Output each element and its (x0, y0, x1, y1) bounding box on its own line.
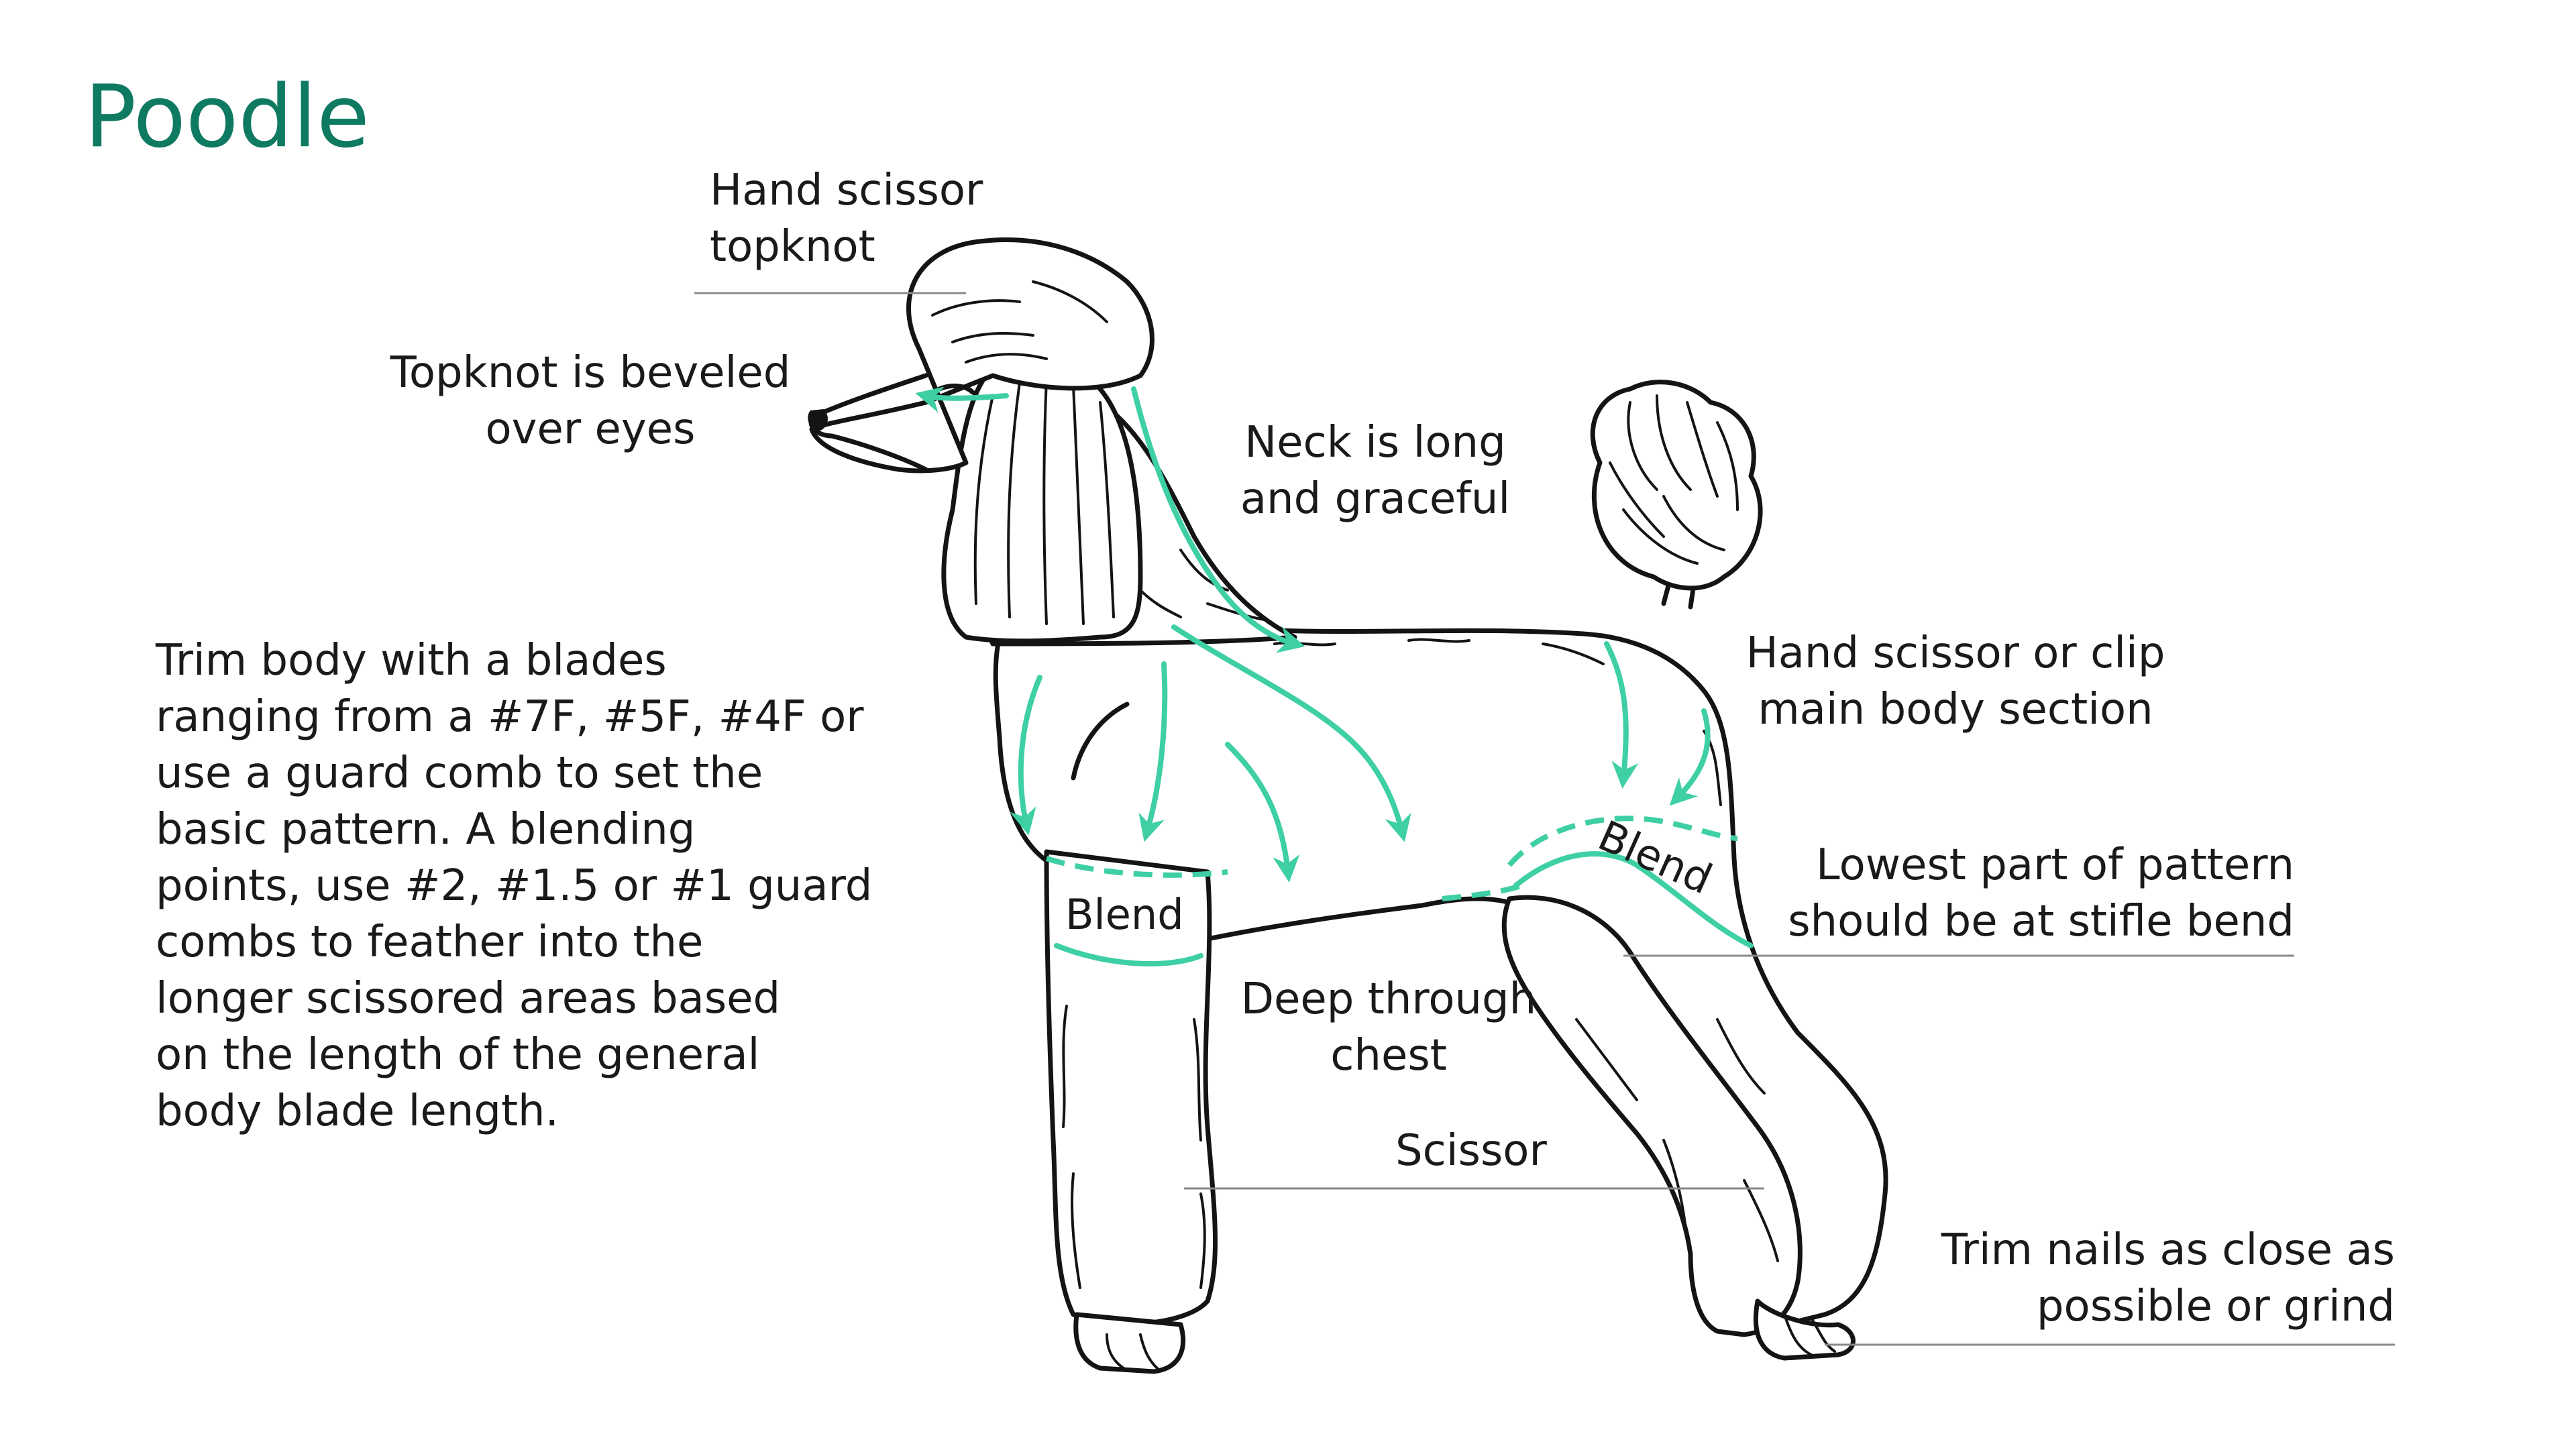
topknot-bevel-arrow (915, 386, 1009, 413)
hip-arrow-2 (1669, 708, 1711, 806)
front-paw (1073, 1312, 1186, 1374)
annotation-body-trim: Trim body with a blades ranging from a #… (156, 636, 873, 1136)
chest-arrow-2 (1010, 675, 1042, 836)
neck-arrow (1131, 386, 1305, 653)
annotation-lowest-part: Lowest part of pattern should be at stif… (1788, 840, 2294, 946)
rear-blend-dashed (1507, 816, 1738, 867)
chest-arrow-1 (1138, 661, 1168, 842)
hip-arrow-1 (1604, 641, 1639, 789)
dog-head (809, 237, 1155, 473)
annotation-neck: Neck is long and graceful (1240, 418, 1511, 524)
annotation-nails: Trim nails as close as possible or grind (1941, 1225, 2395, 1331)
front-blend-dashed (1045, 856, 1228, 878)
body-arrow-2 (1225, 742, 1300, 883)
tail-pompon (1590, 380, 1763, 610)
rear-blend-line (1513, 851, 1754, 948)
annotation-main-body: Hand scissor or clip main body section (1746, 628, 2165, 734)
dog-ear (941, 364, 1143, 644)
annotation-scissor: Scissor (1395, 1126, 1547, 1176)
annotation-topknot-beveled: Topknot is beveled over eyes (390, 348, 791, 454)
annotation-deep-chest: Deep through chest (1240, 974, 1537, 1080)
body-arrow-1 (1171, 624, 1411, 842)
rear-leg (1501, 895, 1803, 1337)
blend-label-front: Blend (1065, 890, 1184, 939)
page-title: Poodle (85, 67, 370, 167)
annotation-hand-scissor-topknot: Hand scissor topknot (710, 166, 983, 272)
front-blend-line (1054, 943, 1203, 966)
dog-nose (808, 409, 828, 431)
